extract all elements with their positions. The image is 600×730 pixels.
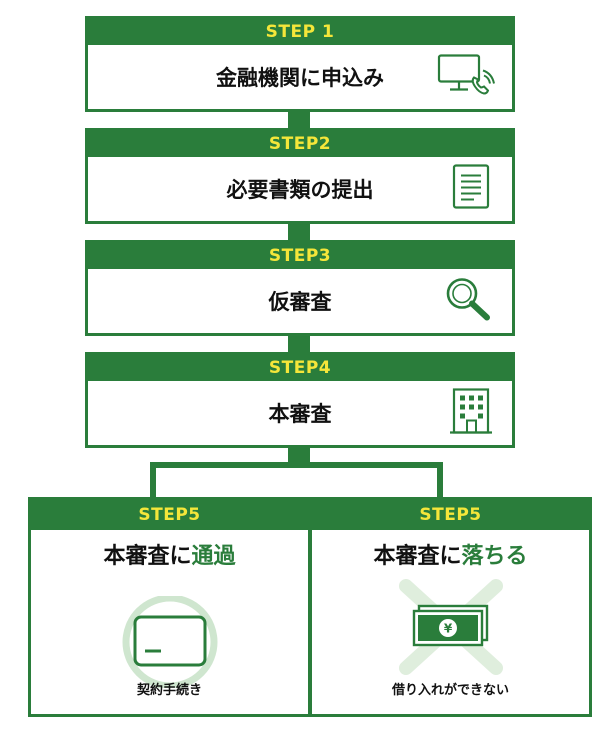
connector-3-4 [288, 334, 310, 352]
step-2-box: STEP2 必要書類の提出 [85, 128, 515, 224]
connector-branch-horizontal [150, 462, 443, 468]
building-icon [450, 386, 492, 441]
yen-banknotes-icon: ¥ [386, 576, 516, 680]
step-label: STEP2 [88, 131, 512, 157]
outcome-fail-box: STEP5 本審査に落ちる ¥ 借り入れができない [309, 497, 592, 717]
svg-text:¥: ¥ [443, 622, 452, 636]
step-1-box: STEP 1 金融機関に申込み [85, 16, 515, 112]
step-label: STEP5 [312, 500, 589, 530]
step-label: STEP3 [88, 243, 512, 269]
step-3-box: STEP3 仮審査 [85, 240, 515, 336]
outcome-caption: 契約手続き [136, 683, 202, 698]
step-text: 必要書類の提出 [226, 178, 374, 202]
outcome-title: 本審査に通過 [31, 538, 308, 570]
step-label: STEP5 [31, 500, 308, 530]
step-label: STEP 1 [88, 19, 512, 45]
outcome-caption: 借り入れができない [391, 683, 509, 698]
step-text: 本審査 [268, 402, 332, 426]
step-label: STEP4 [88, 355, 512, 381]
computer-phone-icon [436, 52, 496, 103]
outcome-pass-box: STEP5 本審査に通過 契約手続き [28, 497, 311, 717]
step-text: 仮審査 [268, 290, 332, 314]
title-main: 本審査に [373, 544, 462, 569]
magnifier-icon [442, 275, 494, 328]
step-4-box: STEP4 本審査 [85, 352, 515, 448]
connector-branch-left [150, 462, 156, 500]
connector-branch-right [437, 462, 443, 500]
title-main: 本審査に [103, 544, 192, 569]
title-accent: 通過 [191, 544, 236, 569]
connector-1-2 [288, 110, 310, 128]
credit-card-icon [115, 594, 225, 692]
step-text: 金融機関に申込み [216, 66, 384, 90]
outcome-title: 本審査に落ちる [312, 538, 589, 570]
document-icon [450, 163, 492, 216]
connector-2-3 [288, 222, 310, 240]
title-accent: 落ちる [461, 544, 528, 569]
